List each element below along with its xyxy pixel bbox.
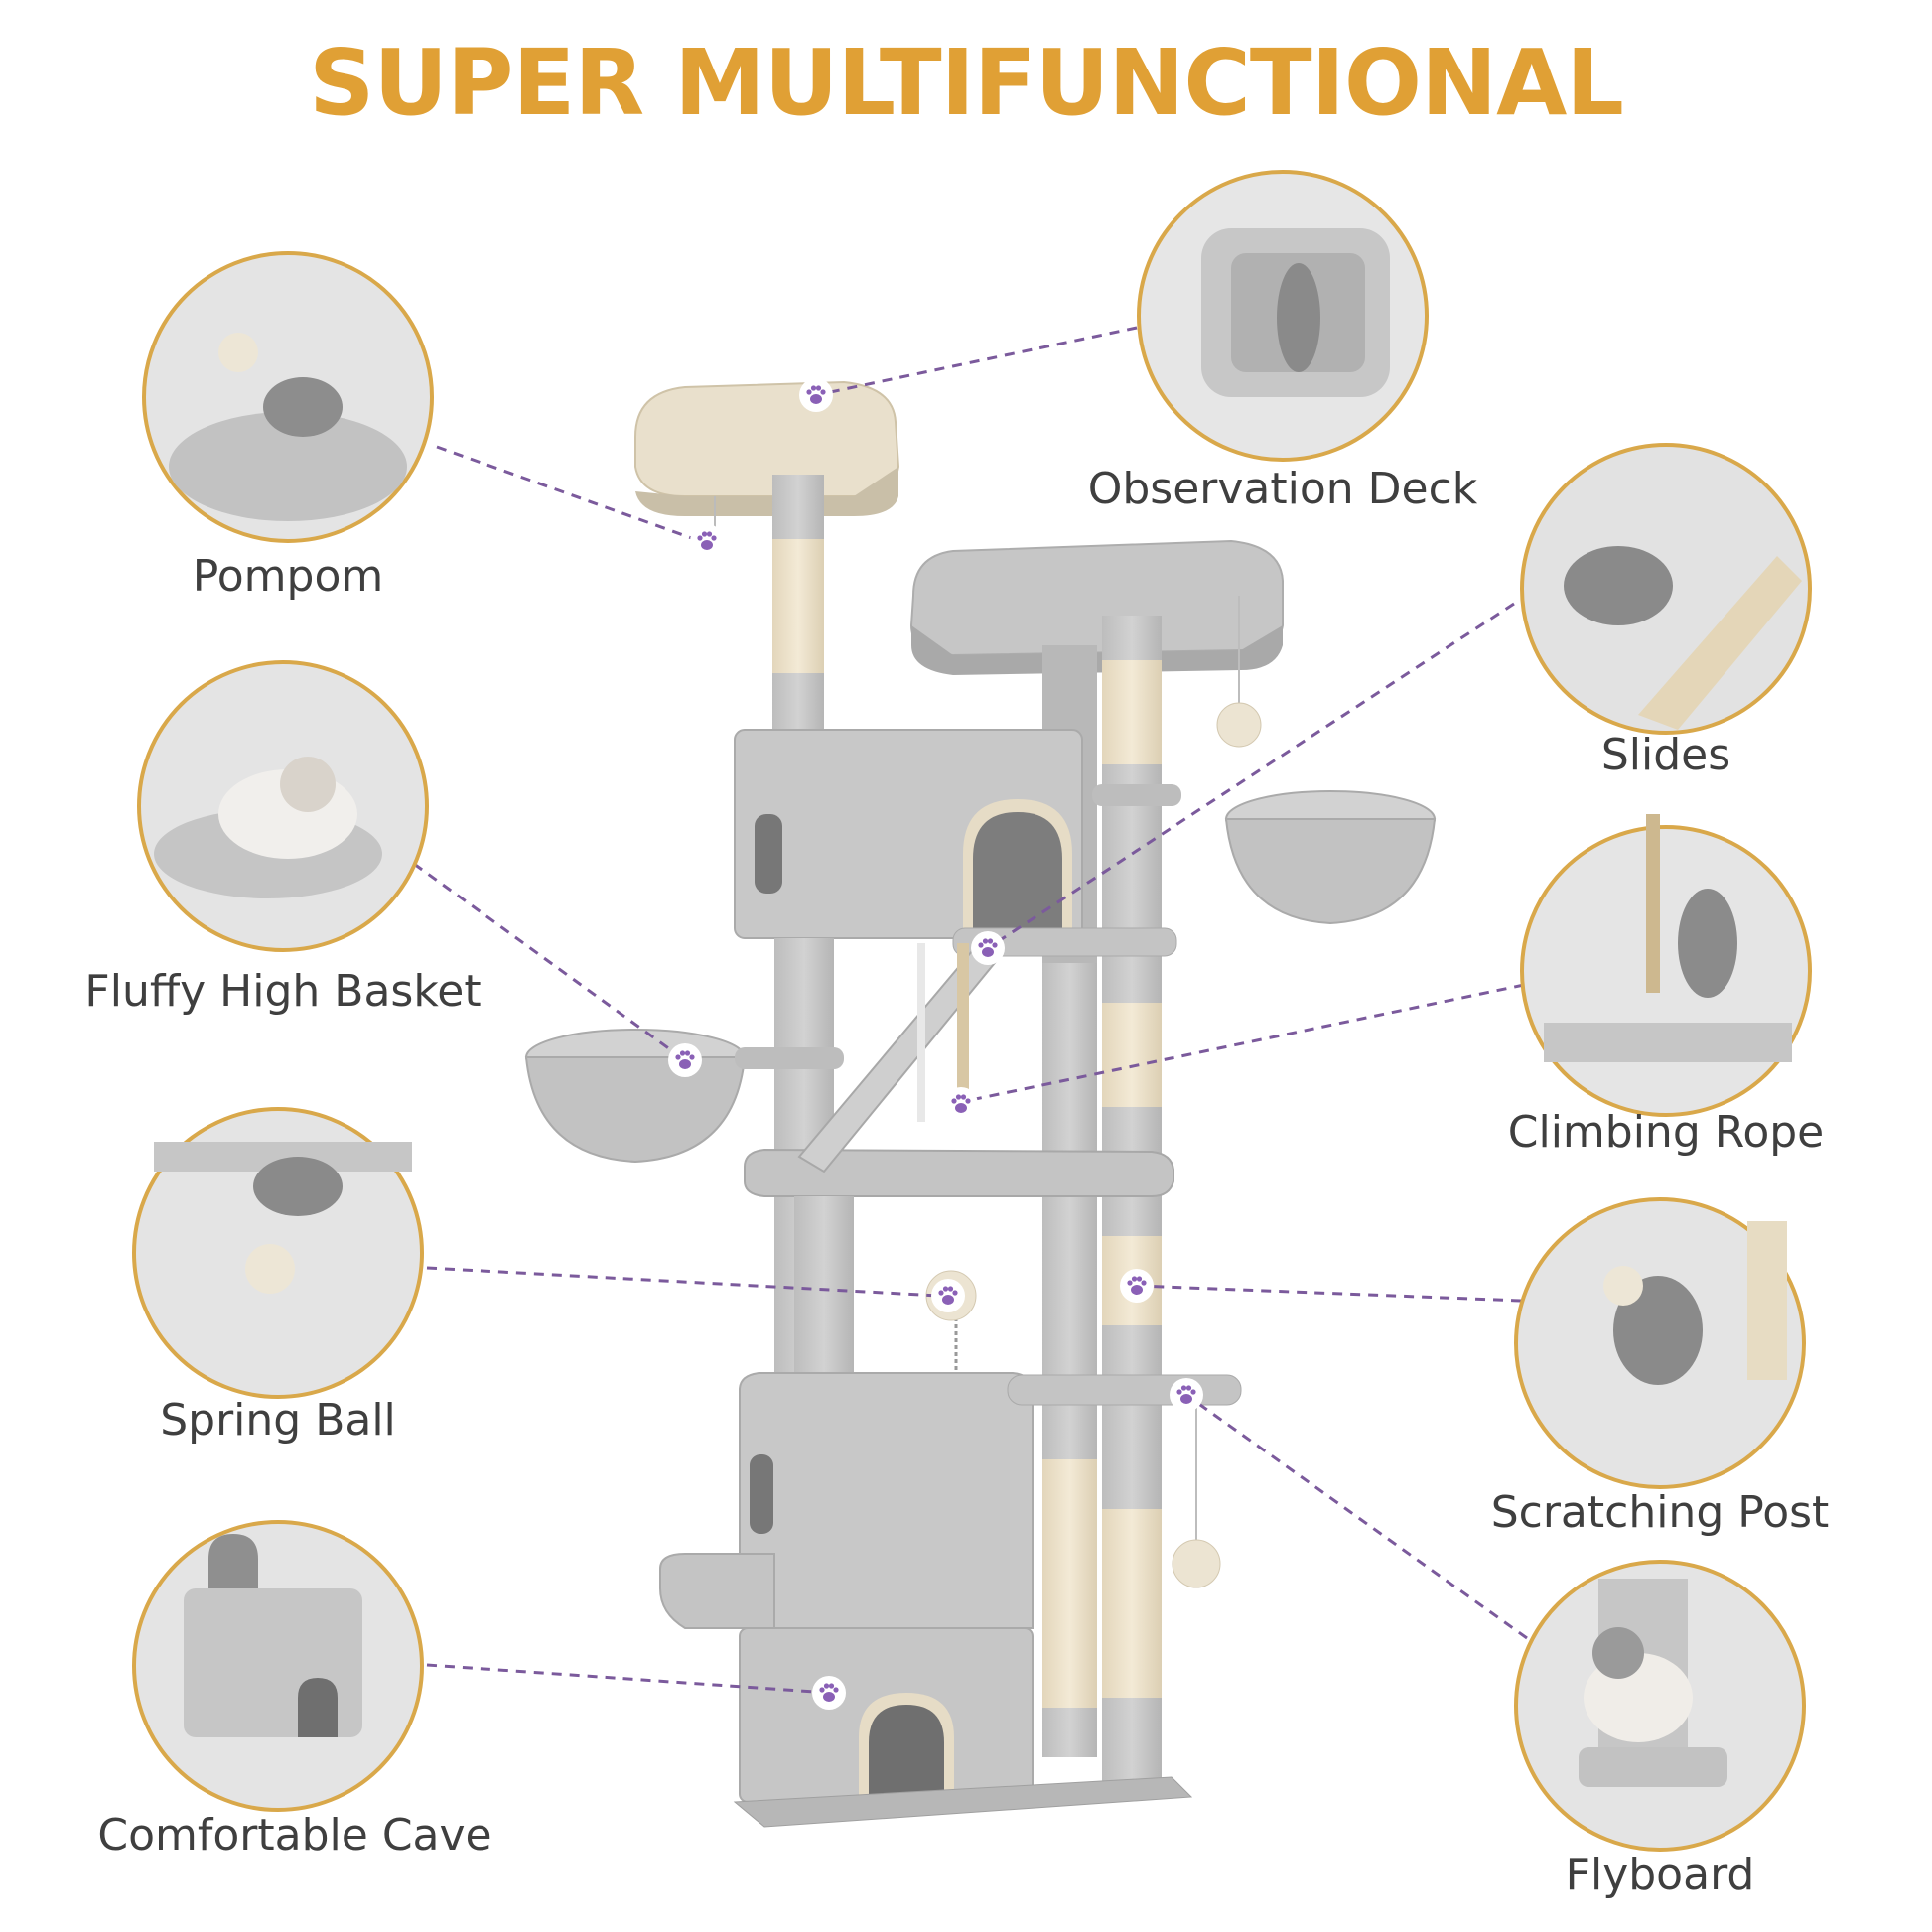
flyboard-photo [1514, 1560, 1806, 1852]
bottom-cave [739, 1627, 1034, 1803]
label-flyboard: Flyboard [1565, 1850, 1755, 1900]
page-title: SUPER MULTIFUNCTIONAL [309, 30, 1624, 136]
label-comfortable-cave: Comfortable Cave [97, 1810, 492, 1861]
label-observation-deck: Observation Deck [1087, 464, 1478, 514]
slides-photo [1520, 443, 1812, 735]
paw-icon [971, 931, 1005, 965]
paw-icon [1120, 1269, 1154, 1303]
paw-icon [944, 1087, 978, 1121]
pompom-photo [142, 251, 434, 543]
scratching-post-photo [1514, 1197, 1806, 1489]
climbing-rope-photo [1520, 814, 1812, 1117]
label-fluffy-high-basket: Fluffy High Basket [84, 966, 482, 1017]
label-slides: Slides [1600, 730, 1731, 780]
paw-icon [812, 1676, 846, 1710]
feature-photos [132, 170, 1812, 1852]
paw-icon [668, 1043, 702, 1077]
spring-ball-photo [132, 1107, 424, 1399]
top-perch [634, 380, 900, 536]
observation-deck-photo [1137, 170, 1429, 462]
fluffy-high-basket-photo [137, 660, 429, 952]
comfortable-cave-photo [132, 1520, 424, 1812]
connector-lines [413, 326, 1528, 1695]
upper-condo [734, 729, 1083, 939]
paw-icon [690, 524, 724, 558]
cat-tree [524, 380, 1437, 1828]
left-basket [524, 1029, 747, 1164]
paw-icon [799, 378, 833, 412]
paw-icon [931, 1279, 965, 1312]
lower-condo [739, 1372, 1242, 1629]
label-climbing-rope: Climbing Rope [1507, 1107, 1825, 1158]
right-basket [1224, 790, 1437, 925]
label-spring-ball: Spring Ball [160, 1395, 396, 1446]
second-perch [909, 539, 1284, 675]
label-pompom: Pompom [192, 551, 384, 602]
paw-icon [1170, 1378, 1203, 1412]
label-scratching-post: Scratching Post [1490, 1487, 1830, 1538]
